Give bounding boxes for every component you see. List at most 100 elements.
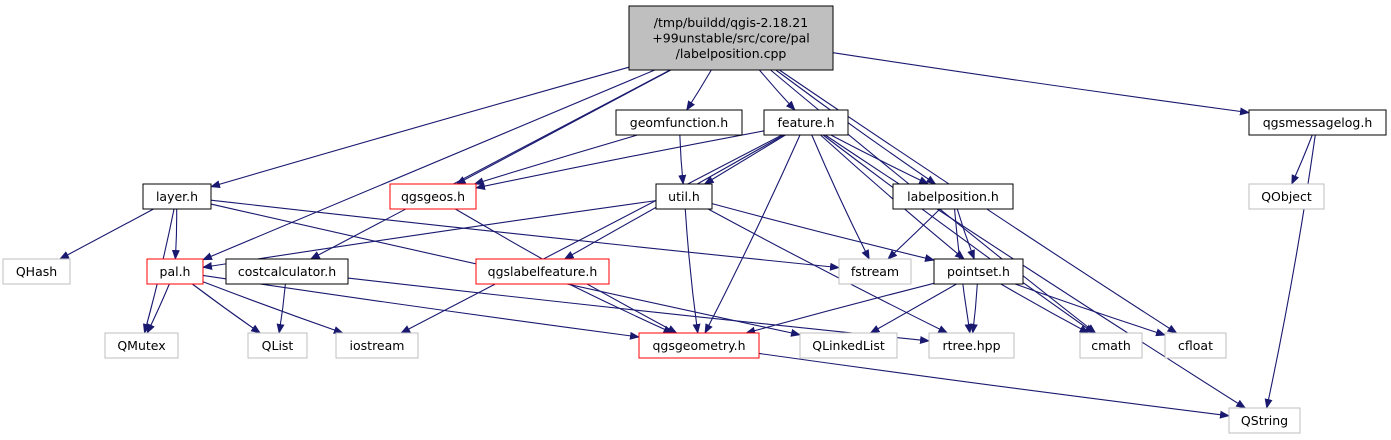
node-qlist-label: QList — [262, 338, 294, 353]
edge-qgslabelfeature-to-qgsgeometry — [568, 283, 674, 334]
node-qlist-box — [247, 332, 308, 359]
node-util[interactable]: util.h — [655, 183, 713, 210]
node-qgsgeos[interactable]: qgsgeos.h — [389, 183, 477, 210]
node-root-label: +99unstable/src/core/pal — [652, 31, 809, 46]
edge-root-to-geomfunction — [686, 69, 712, 111]
node-pointset-box — [933, 258, 1024, 285]
node-layer[interactable]: layer.h — [142, 183, 212, 210]
edge-root-to-feature — [758, 69, 796, 111]
edge-pal-to-qmutex — [146, 283, 170, 334]
edge-root-to-costcalculator — [309, 69, 671, 260]
node-qgsgeometry-box — [638, 332, 760, 359]
edge-labelposition-to-pointset — [956, 208, 975, 260]
edge-feature-to-qgsgeometry — [704, 134, 801, 334]
edge-costcalculator-to-qlist — [276, 283, 286, 334]
node-qstring-label: QString — [1241, 413, 1288, 428]
node-qmutex-label: QMutex — [117, 338, 165, 353]
edge-pal-to-qlist — [191, 283, 262, 334]
node-qgslabelfeature-label: qgslabelfeature.h — [488, 264, 598, 279]
node-rtree: rtree.hpp — [928, 332, 1015, 359]
node-qgsgeos-box — [389, 183, 477, 210]
node-cfloat-box — [1164, 332, 1227, 359]
node-root-label: /tmp/buildd/qgis-2.18.21 — [654, 15, 808, 30]
node-qgsgeometry[interactable]: qgsgeometry.h — [638, 332, 760, 359]
node-qgsgeos-label: qgsgeos.h — [401, 189, 465, 204]
edge-root-to-labelposition — [775, 69, 937, 185]
node-labelposition[interactable]: labelposition.h — [892, 183, 1014, 210]
node-util-box — [655, 183, 713, 210]
node-root-label: /labelposition.cpp — [676, 46, 787, 61]
edge-labelposition-to-fstream — [887, 208, 941, 260]
node-iostream-label: iostream — [350, 338, 405, 353]
edge-util-to-rtree — [707, 208, 949, 334]
node-labelposition-label: labelposition.h — [907, 189, 999, 204]
node-iostream-box — [335, 332, 419, 359]
edge-feature-to-qgsgeos — [475, 130, 765, 191]
node-costcalculator-box — [225, 258, 349, 285]
edge-pointset-to-cmath — [1000, 283, 1090, 334]
node-cmath-label: cmath — [1091, 338, 1131, 353]
node-qstring-box — [1228, 407, 1301, 434]
node-qgslabelfeature[interactable]: qgslabelfeature.h — [475, 258, 610, 285]
edge-layer-to-pal — [171, 208, 180, 260]
node-qgsmessagelog[interactable]: qgsmessagelog.h — [1248, 109, 1387, 136]
node-root-box — [628, 5, 834, 71]
node-root: /tmp/buildd/qgis-2.18.21+99unstable/src/… — [628, 5, 834, 71]
edge-feature-to-fstream — [811, 134, 870, 260]
node-geomfunction-label: geomfunction.h — [630, 115, 728, 130]
edge-feature-to-qstring — [824, 134, 1247, 409]
node-iostream: iostream — [335, 332, 419, 359]
node-qobject: QObject — [1248, 183, 1325, 210]
node-qhash-label: QHash — [16, 264, 57, 279]
node-geomfunction[interactable]: geomfunction.h — [615, 109, 743, 136]
node-fstream-box — [838, 258, 912, 285]
node-qgsmessagelog-box — [1248, 109, 1387, 136]
node-qstring: QString — [1228, 407, 1301, 434]
node-pal-label: pal.h — [160, 264, 191, 279]
edge-pointset-to-qgsgeometry — [745, 282, 935, 335]
node-geomfunction-box — [615, 109, 743, 136]
node-util-label: util.h — [668, 189, 700, 204]
edge-feature-to-labelposition — [830, 134, 930, 185]
edge-root-to-pal — [202, 69, 656, 261]
node-costcalculator-label: costcalculator.h — [238, 264, 336, 279]
edge-qgsmessagelog-to-qobject — [1291, 134, 1313, 185]
edge-pointset-to-rtree — [969, 283, 978, 334]
edge-qgsgeometry-to-qstring — [758, 352, 1230, 419]
node-costcalculator[interactable]: costcalculator.h — [225, 258, 349, 285]
node-labelposition-box — [892, 183, 1014, 210]
edge-pointset-to-cfloat — [1014, 283, 1166, 337]
node-qlinkedlist: QLinkedList — [799, 332, 898, 359]
node-cfloat-label: cfloat — [1178, 338, 1213, 353]
node-qgsmessagelog-label: qgsmessagelog.h — [1263, 115, 1373, 130]
edge-util-to-pal — [202, 200, 657, 270]
node-qlinkedlist-label: QLinkedList — [812, 338, 885, 353]
node-qmutex-box — [104, 332, 179, 359]
node-pointset-label: pointset.h — [947, 264, 1010, 279]
edge-qgsmessagelog-to-qstring — [1264, 134, 1316, 409]
node-pal[interactable]: pal.h — [146, 258, 204, 285]
node-pointset[interactable]: pointset.h — [933, 258, 1024, 285]
edge-feature-to-pointset — [820, 134, 965, 260]
node-qhash: QHash — [2, 258, 71, 285]
edge-feature-to-iostream — [400, 134, 783, 334]
node-feature-box — [763, 109, 849, 136]
node-qgsgeometry-label: qgsgeometry.h — [652, 338, 745, 353]
edge-feature-to-cmath — [822, 134, 1095, 334]
node-cmath: cmath — [1079, 332, 1143, 359]
node-feature[interactable]: feature.h — [763, 109, 849, 136]
edge-geomfunction-to-util — [678, 134, 687, 185]
node-qobject-label: QObject — [1261, 189, 1312, 204]
node-qlist: QList — [247, 332, 308, 359]
edge-root-to-layer — [210, 66, 630, 189]
node-qgslabelfeature-box — [475, 258, 610, 285]
edge-root-to-qgsmessagelog — [832, 52, 1250, 116]
edge-util-to-pointset — [711, 203, 935, 262]
node-cmath-box — [1079, 332, 1143, 359]
node-qmutex: QMutex — [104, 332, 179, 359]
node-cfloat: cfloat — [1164, 332, 1227, 359]
edge-util-to-qgsgeometry — [684, 208, 701, 334]
node-qhash-box — [2, 258, 71, 285]
